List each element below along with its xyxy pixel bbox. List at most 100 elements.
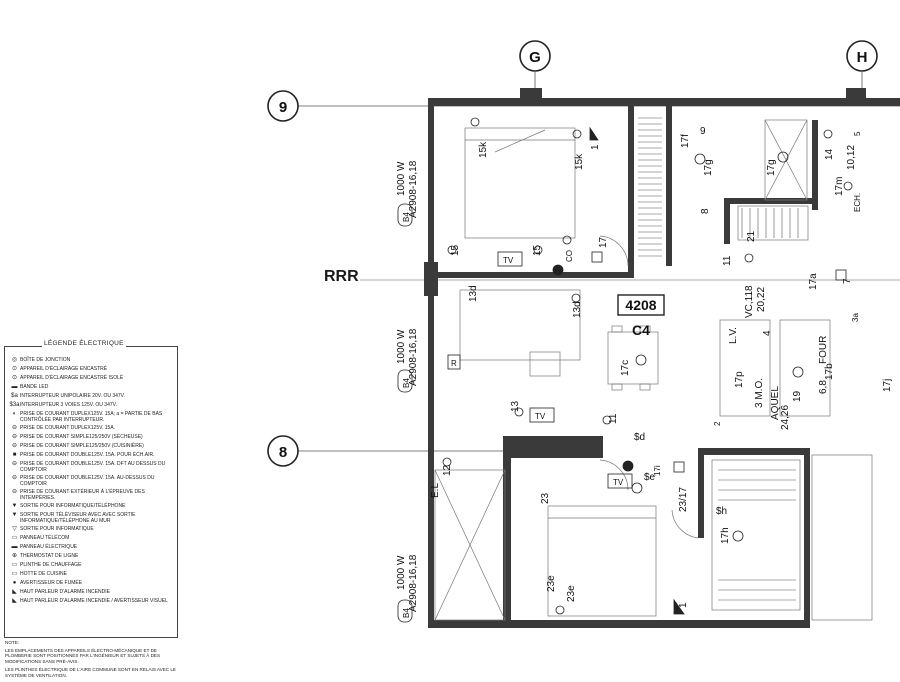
light-fixture-icon bbox=[694, 153, 706, 165]
wall-top bbox=[430, 98, 900, 106]
circuit-label: 15k bbox=[574, 153, 585, 170]
circuit-label: 8 bbox=[700, 208, 711, 214]
circuit-label: L.V. bbox=[728, 327, 739, 344]
circuit-label: TV bbox=[613, 478, 624, 487]
legend-symbol-icon: ⊙ bbox=[11, 375, 18, 381]
legend-text: HAUT PARLEUR D'ALARME INCENDIE / AVERTIS… bbox=[20, 598, 168, 604]
legend-symbol-icon: ⊖ bbox=[11, 425, 18, 431]
legend-symbol-icon: $3a bbox=[9, 402, 20, 408]
circuit-label: 1 bbox=[678, 602, 689, 608]
stair-mech bbox=[737, 205, 809, 241]
circuit-label: 17a bbox=[808, 273, 819, 290]
wall-closet-bottom bbox=[600, 272, 634, 278]
legend-symbol-icon: ■ bbox=[12, 452, 17, 458]
circuit-label: 23e bbox=[566, 585, 577, 602]
legend-item: ⊖PRISE DE COURANT SIMPLE125/250V (SÉCHEU… bbox=[9, 434, 177, 442]
circuit-label: 3a bbox=[851, 313, 860, 322]
legend-text: SORTIE POUR TÉLÉVISEUR AVEC AVEC SORTIE … bbox=[20, 512, 136, 525]
section-mark: RRR bbox=[324, 268, 359, 285]
outlet-symbol bbox=[514, 407, 524, 417]
legend-symbol-icon: ⊖ bbox=[11, 475, 18, 481]
circuit-label: 20,22 bbox=[756, 287, 767, 312]
grid-label-9: 9 bbox=[279, 99, 287, 116]
legend-text: PRISE DE COURANT DOUBLE125V. 15A. POUR É… bbox=[20, 452, 155, 458]
column-g bbox=[520, 88, 542, 106]
legend-item: ◣HAUT PARLEUR D'ALARME INCENDIE / AVERTI… bbox=[9, 598, 177, 606]
outlet-symbol bbox=[823, 129, 833, 139]
grid-bubble-g: G bbox=[519, 40, 551, 72]
legend-note: LES PLINTHES ÉLECTRIQUE DE L'AIRE COMMUN… bbox=[5, 666, 176, 678]
wall-right-lower bbox=[804, 455, 810, 628]
wall-bedroom2-left bbox=[503, 436, 511, 620]
legend-notes: NOTE:LES EMPLACEMENTS DES APPAREILS ÉLEC… bbox=[5, 640, 177, 680]
sofa bbox=[459, 289, 581, 361]
legend-symbol-icon: ⊙ bbox=[11, 366, 18, 372]
outlet-symbol bbox=[602, 415, 612, 425]
outlet-symbol bbox=[571, 293, 581, 303]
exhaust-outlet-icon bbox=[835, 269, 847, 281]
legend-text: APPAREIL D'ÉCLAIRAGE ENCASTRÉ bbox=[20, 366, 108, 372]
legend-text: HOTTE DE CUISINE bbox=[20, 571, 67, 577]
legend-item: ⊖PRISE DE COURANT DOUBLE125V. 15A. DFT A… bbox=[9, 461, 177, 474]
bed-2 bbox=[547, 505, 657, 617]
bed-1 bbox=[464, 127, 576, 239]
legend-symbol-icon: ⊖ bbox=[11, 443, 18, 449]
circuit-label: 15 bbox=[450, 244, 461, 256]
outlet-symbol bbox=[442, 457, 452, 467]
legend-text: BANDE LED bbox=[20, 384, 49, 390]
legend-item: ▬PANNEAU ÉLECTRIQUE bbox=[9, 544, 177, 552]
heater-ref: A2908-16,18 bbox=[408, 554, 419, 612]
circuit-label: ECH. bbox=[853, 193, 862, 212]
light-fixture-icon bbox=[635, 354, 647, 366]
circuit-labels: 15k 15k 1 17f 9 17g 17g 14 10,12 5 17m E… bbox=[430, 126, 893, 608]
circuit-label: $d bbox=[634, 432, 645, 443]
legend-title: LÉGENDE ÉLECTRIQUE bbox=[42, 340, 126, 349]
circuit-label: 2 bbox=[713, 421, 722, 426]
legend-text: PRISE DE COURANT DUPLEX125V. 15A. bbox=[20, 425, 116, 431]
circuit-label: 21 bbox=[746, 230, 757, 242]
heater-tag: B4 bbox=[402, 212, 411, 222]
circuit-label: 10,12 bbox=[846, 145, 857, 170]
circuit-label: 17f bbox=[680, 134, 691, 148]
legend-item: ▭PLINTHE DE CHAUFFAGE bbox=[9, 562, 177, 570]
legend-symbol-icon: ▭ bbox=[11, 562, 18, 568]
legend-symbol-icon: ▬ bbox=[11, 544, 18, 550]
legend-frame: ◎BOÎTE DE JONCTION⊙APPAREIL D'ÉCLAIRAGE … bbox=[4, 346, 178, 638]
circuit-label: 4 bbox=[762, 330, 773, 336]
legend-item: ⊕THERMOSTAT DE LIGNE bbox=[9, 553, 177, 561]
heater-tag: B4 bbox=[402, 608, 411, 618]
wall-hall-top bbox=[724, 198, 814, 204]
legend-symbol-icon: ⊖ bbox=[11, 434, 18, 440]
legend-symbol-icon: ▼ bbox=[11, 503, 18, 509]
legend-text: BOÎTE DE JONCTION bbox=[20, 357, 71, 363]
circuit-label: $e bbox=[644, 472, 656, 483]
heater-tag-3: 1000 W A2908-16,18 B4 bbox=[396, 554, 419, 623]
heater-tag-2: 1000 W A2908-16,18 B4 bbox=[396, 328, 419, 393]
legend-item: ⊖PRISE DE COURANT DOUBLE125V. 15A. AU-DE… bbox=[9, 475, 177, 488]
light-fixture-icon bbox=[732, 530, 744, 542]
dining-table bbox=[607, 331, 659, 385]
legend-item: ◎BOÎTE DE JONCTION bbox=[9, 357, 177, 365]
legend-symbol-icon: ◣ bbox=[12, 589, 17, 595]
circuit-label: 23e bbox=[546, 575, 557, 592]
grid-bubble-9: 9 bbox=[267, 90, 299, 122]
heater-watts: 1000 W bbox=[396, 329, 407, 364]
legend-item: ▼SORTIE POUR TÉLÉVISEUR AVEC AVEC SORTIE… bbox=[9, 512, 177, 525]
unit-type: C4 bbox=[632, 322, 650, 338]
circuit-label: 9 bbox=[700, 126, 706, 137]
circuit-label: $h bbox=[716, 506, 727, 517]
unit-label: 4208 C4 bbox=[617, 294, 665, 338]
light-fixture-icon bbox=[843, 181, 853, 191]
tv-outlet bbox=[497, 251, 523, 267]
electrical-legend: ◎BOÎTE DE JONCTION⊙APPAREIL D'ÉCLAIRAGE … bbox=[2, 340, 178, 678]
outlet-symbol bbox=[447, 245, 457, 255]
legend-symbol-icon: ▭ bbox=[11, 535, 18, 541]
legend-text: PRISE DE COURANT EXTÉRIEUR À L'ÉPREUVE D… bbox=[20, 489, 145, 502]
circuit-label: 5 bbox=[853, 131, 862, 136]
legend-text: HAUT PARLEUR D'ALARME INCENDIE bbox=[20, 589, 110, 595]
legend-symbol-icon: ◣ bbox=[12, 598, 17, 604]
exhaust-outlet-icon bbox=[673, 461, 685, 473]
legend-item: ▬BANDE LED bbox=[9, 384, 177, 392]
legend-symbol-icon: ● bbox=[12, 580, 17, 586]
